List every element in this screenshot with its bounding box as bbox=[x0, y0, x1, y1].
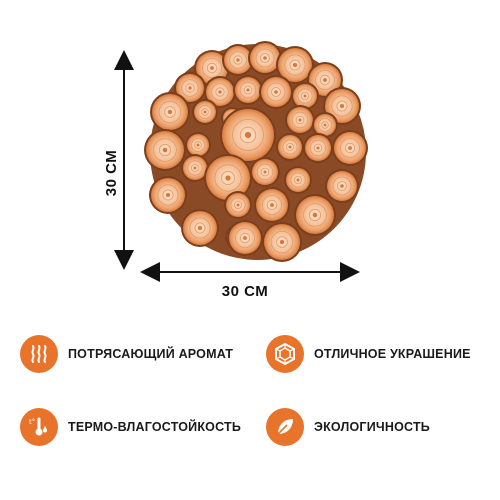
leaf-icon bbox=[266, 408, 304, 446]
height-dimension-label: 30 СМ bbox=[103, 149, 120, 197]
width-dimension-label: 30 СМ bbox=[221, 283, 269, 300]
feature-label-eco: ЭКОЛОГИЧНОСТЬ bbox=[314, 420, 430, 434]
feature-thermo: t° ТЕРМО-ВЛАГОСТОЙКОСТЬ bbox=[20, 408, 241, 446]
feature-label-decoration: ОТЛИЧНОЕ УКРАШЕНИЕ bbox=[314, 347, 471, 361]
wood-slices bbox=[144, 41, 368, 262]
gem-icon bbox=[266, 335, 304, 373]
feature-eco: ЭКОЛОГИЧНОСТЬ bbox=[266, 408, 430, 446]
aroma-waves-icon bbox=[20, 335, 58, 373]
feature-decoration: ОТЛИЧНОЕ УКРАШЕНИЕ bbox=[266, 335, 471, 373]
thermometer-icon: t° bbox=[20, 408, 58, 446]
svg-text:t°: t° bbox=[29, 418, 35, 426]
feature-label-thermo: ТЕРМО-ВЛАГОСТОЙКОСТЬ bbox=[68, 420, 242, 434]
feature-label-aroma: ПОТРЯСАЮЩИЙ АРОМАТ bbox=[68, 347, 234, 361]
feature-aroma: ПОТРЯСАЮЩИЙ АРОМАТ bbox=[20, 335, 233, 373]
